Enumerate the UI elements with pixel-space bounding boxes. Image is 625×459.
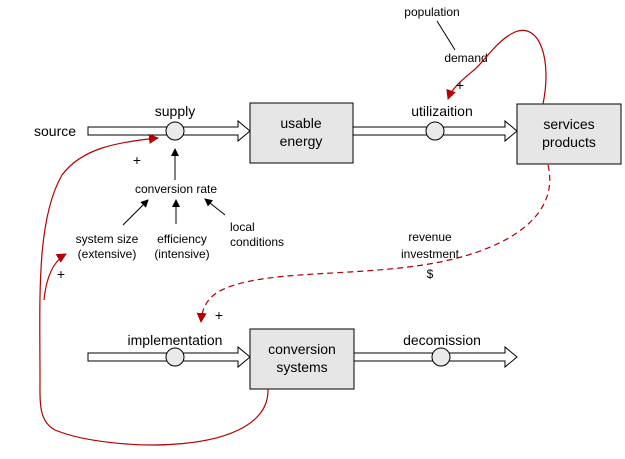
- utilization-label: utilizaition: [411, 103, 472, 119]
- revenue-label-1: revenue: [408, 230, 452, 244]
- utilization-valve: [425, 121, 445, 141]
- usable-energy-label-1: usable: [280, 115, 321, 131]
- usable-energy-label-2: energy: [280, 133, 323, 149]
- population-label: population: [404, 5, 459, 19]
- conversion-systems-to-system-size-arrow: [43, 253, 67, 301]
- conversion-rate-label: conversion rate: [135, 182, 217, 196]
- supply-valve: [165, 121, 185, 141]
- conversion-systems-box: [249, 328, 355, 390]
- implementation-label: implementation: [128, 332, 223, 348]
- services-products-label-2: products: [542, 134, 596, 150]
- decomission-label: decomission: [403, 332, 481, 348]
- supply-label: supply: [155, 103, 195, 119]
- population-to-demand-line: [436, 20, 456, 51]
- implementation-valve: [165, 347, 185, 367]
- investment-plus-sign: +: [215, 307, 223, 323]
- revenue-label-3: $: [427, 267, 434, 281]
- efficiency-label-1: efficiency: [157, 232, 207, 246]
- conversion-systems-to-supply-arrow: [39, 133, 269, 446]
- local-conditions-arrow: [204, 198, 226, 216]
- services-products-label-1: services: [543, 116, 594, 132]
- conversion-systems-label-1: conversion: [268, 341, 336, 357]
- system-size-label-2: (extensive): [78, 247, 137, 261]
- decomission-valve: [431, 347, 451, 367]
- demand-plus-sign: +: [456, 77, 464, 93]
- source-label: source: [34, 123, 76, 139]
- system-size-plus-sign: +: [57, 266, 65, 282]
- conversion-systems-label-2: systems: [276, 359, 327, 375]
- system-size-arrow: [122, 199, 149, 226]
- demand-feedback-arrow: [446, 29, 547, 105]
- revenue-label-2: investment: [401, 247, 460, 261]
- local-conditions-label-1: local: [230, 220, 255, 234]
- supply-plus-sign: +: [133, 152, 141, 168]
- system-size-label-1: system size: [76, 232, 139, 246]
- services-products-box: [516, 103, 622, 165]
- efficiency-label-2: (intensive): [154, 247, 209, 261]
- demand-label: demand: [444, 51, 487, 65]
- revenue-investment-arrow: [196, 164, 551, 323]
- usable-energy-box: [249, 102, 354, 164]
- local-conditions-label-2: conditions: [230, 235, 284, 249]
